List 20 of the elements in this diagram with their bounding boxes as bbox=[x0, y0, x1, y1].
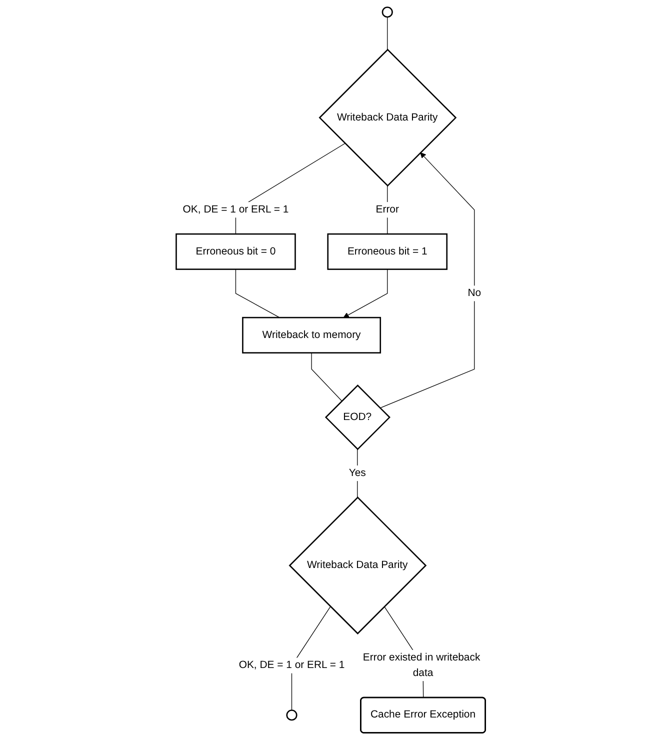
node-diamond: Writeback Data Parity bbox=[318, 48, 456, 187]
node-box: Erroneous bit = 1 bbox=[326, 233, 448, 270]
node-circle bbox=[382, 6, 393, 18]
arrow bbox=[379, 152, 474, 408]
edge-label: Error bbox=[375, 204, 399, 216]
node-diamond: Writeback Data Parity bbox=[288, 496, 426, 634]
connector bbox=[386, 16, 388, 50]
edge-label: OK, DE = 1 or ERL = 1 bbox=[182, 204, 288, 216]
node-box: Erroneous bit = 0 bbox=[175, 233, 296, 270]
connector bbox=[310, 352, 342, 402]
connector bbox=[356, 448, 358, 498]
edge-label: No bbox=[467, 288, 481, 299]
node-box: Writeback to memory bbox=[242, 316, 381, 354]
node-diamond: EOD? bbox=[324, 384, 390, 450]
node-circle bbox=[286, 710, 298, 721]
edge-label: OK, DE = 1 or ERL = 1 bbox=[238, 660, 344, 671]
edge-label: Yes bbox=[348, 467, 366, 479]
edge-label: Error existed in writeback data bbox=[362, 652, 480, 679]
arrow bbox=[343, 268, 388, 318]
connector bbox=[235, 268, 280, 318]
